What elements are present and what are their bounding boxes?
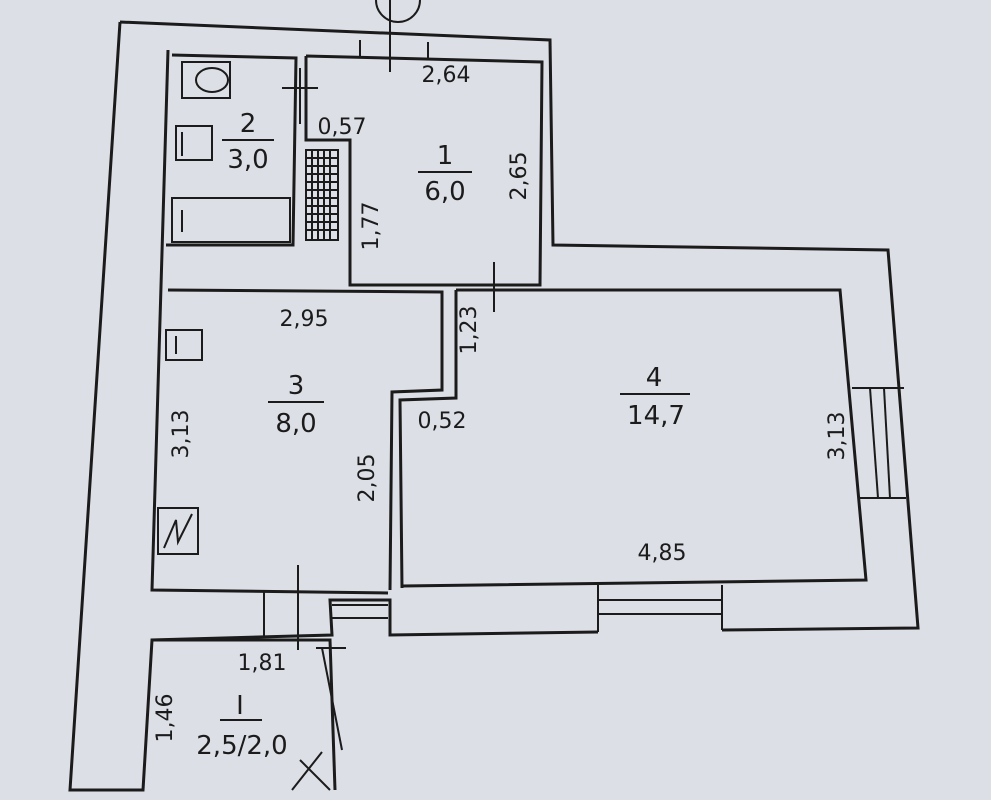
dim-balcony-width: 1,81: [238, 651, 287, 676]
room-3-label: 3 8,0: [268, 371, 324, 439]
window-east: [852, 387, 906, 499]
balcony-label: I 2,5/2,0: [196, 691, 287, 761]
kitchen-sink-icon: [165, 329, 203, 361]
toilet-icon: [181, 61, 231, 99]
balcony-door-swing: [291, 647, 346, 791]
balcony-area: 2,5/2,0: [196, 731, 287, 761]
dim-passage-width: 0,52: [418, 409, 467, 434]
room-1-number: 1: [437, 141, 454, 171]
dim-room4-height: 3,13: [825, 412, 850, 461]
ventilation-shaft: [305, 149, 339, 241]
inner-west-wall: [150, 49, 389, 595]
window-south-kitchen: [332, 604, 388, 619]
stove-symbol: [163, 513, 193, 549]
dim-room3-width: 2,95: [280, 307, 329, 332]
stove-icon: [157, 507, 199, 555]
dim-corridor-height: 1,77: [359, 202, 384, 251]
bathtub-icon: [171, 197, 291, 243]
dim-bath-gap: 0,57: [318, 115, 367, 140]
room-4-number: 4: [646, 363, 663, 393]
room-3-number: 3: [288, 371, 305, 401]
room-1-label: 1 6,0: [418, 141, 472, 207]
room-2-label: 2 3,0: [222, 109, 274, 175]
room-2-number: 2: [240, 109, 257, 139]
room-2-area: 3,0: [227, 145, 268, 175]
outer-wall: [68, 20, 920, 792]
balcony-walls: [152, 638, 337, 791]
room-4-label: 4 14,7: [620, 363, 690, 431]
dim-room1-height: 2,65: [507, 152, 532, 201]
room3-walls: [167, 288, 444, 591]
room-4-area: 14,7: [627, 401, 685, 431]
room-3-area: 8,0: [275, 409, 316, 439]
balcony-number: I: [236, 691, 244, 721]
passage-walls: [398, 290, 458, 589]
room4-walls: [401, 288, 868, 588]
dim-room3-height: 3,13: [169, 410, 194, 459]
bathroom-walls: [166, 53, 298, 247]
sink-icon: [175, 125, 213, 161]
room1-walls: [304, 54, 544, 287]
window-south-room4: [597, 585, 723, 632]
window-north: [359, 0, 429, 72]
toilet-bowl: [195, 67, 229, 93]
dim-room1-width: 2,64: [422, 63, 471, 88]
dim-balcony-height: 1,46: [153, 694, 178, 743]
dim-room3-partition: 2,05: [355, 454, 380, 503]
dim-room4-width: 4,85: [638, 541, 687, 566]
dim-passage-height: 1,23: [457, 306, 482, 355]
room-1-area: 6,0: [424, 177, 465, 207]
